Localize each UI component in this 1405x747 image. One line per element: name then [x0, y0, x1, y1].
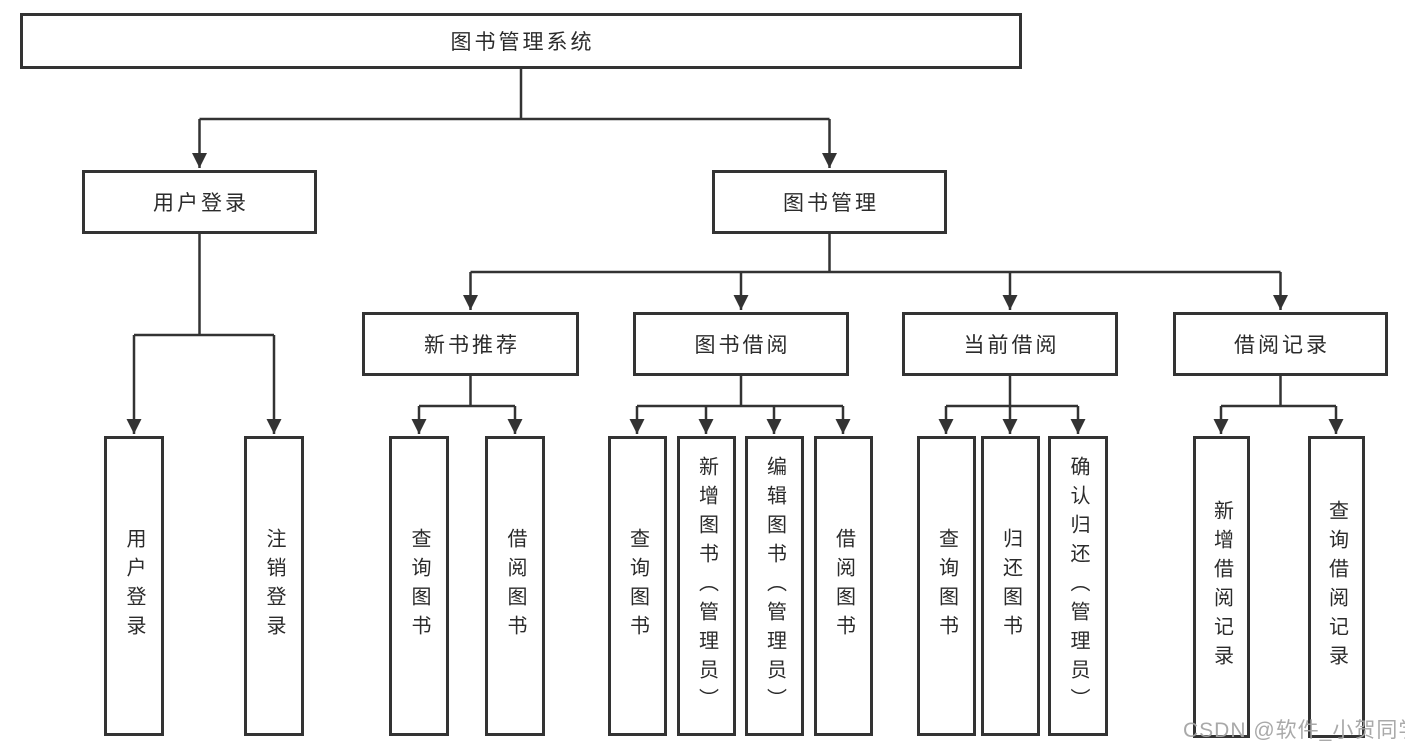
- connector-book-borrow-trunk: [637, 376, 843, 408]
- node-label: 借阅图书: [832, 528, 855, 644]
- leaf-bb-query-books: 查询图书: [608, 436, 667, 736]
- node-label: 查询图书: [626, 528, 649, 644]
- leaf-nb-borrow-books: 借阅图书: [485, 436, 545, 736]
- leaf-bb-edit-books-admin: 编辑图书（管理员）: [745, 436, 804, 736]
- node-book-borrow: 图书借阅: [633, 312, 849, 376]
- node-label: 用户登录: [153, 192, 249, 215]
- node-label: 图书借阅: [694, 334, 791, 357]
- node-label: 编辑图书（管理员）: [763, 455, 786, 717]
- node-label: 新增借阅记录: [1210, 500, 1233, 674]
- node-user-login: 用户登录: [82, 170, 317, 234]
- leaf-bb-borrow-books: 借阅图书: [814, 436, 873, 736]
- node-new-book-recommend: 新书推荐: [362, 312, 579, 376]
- leaf-br-add-record: 新增借阅记录: [1193, 436, 1250, 738]
- node-label: 用户登录: [123, 528, 145, 644]
- node-label: 查询图书: [935, 528, 958, 644]
- node-label: 查询图书: [408, 528, 430, 644]
- node-label: 新书推荐: [424, 334, 520, 357]
- node-label: 注销登录: [263, 528, 285, 644]
- connector-user-login-trunk: [134, 233, 274, 337]
- connector-new-book-trunk: [419, 376, 515, 408]
- node-library-system: 图书管理系统: [20, 13, 1022, 69]
- leaf-br-query-record: 查询借阅记录: [1308, 436, 1365, 738]
- leaf-logout: 注销登录: [244, 436, 304, 736]
- leaf-bb-add-books-admin: 新增图书（管理员）: [677, 436, 736, 736]
- node-label: 图书管理系统: [450, 31, 595, 54]
- node-label: 当前借阅: [963, 334, 1060, 357]
- leaf-nb-query-books: 查询图书: [389, 436, 449, 736]
- connector-book-mgmt-trunk: [470, 233, 1281, 274]
- leaf-cb-return-books: 归还图书: [981, 436, 1040, 736]
- node-label: 新增图书（管理员）: [695, 455, 718, 717]
- leaf-cb-query-books: 查询图书: [917, 436, 976, 736]
- connector-borrow-records-trunk: [1221, 376, 1336, 408]
- node-label: 查询借阅记录: [1325, 500, 1348, 674]
- node-label: 图书管理: [783, 192, 879, 215]
- leaf-user-login: 用户登录: [104, 436, 164, 736]
- node-borrow-records: 借阅记录: [1173, 312, 1388, 376]
- csdn-watermark: CSDN @软件_小贺同学: [1183, 719, 1405, 742]
- leaf-cb-confirm-return-admin: 确认归还（管理员）: [1048, 436, 1108, 736]
- node-label: 借阅记录: [1234, 334, 1330, 357]
- node-label: 归还图书: [999, 528, 1022, 644]
- node-label: 确认归还（管理员）: [1067, 455, 1089, 717]
- connector-root-trunk: [199, 68, 830, 121]
- node-book-management: 图书管理: [712, 170, 947, 234]
- node-label: 借阅图书: [504, 528, 526, 644]
- connector-current-borrow-trunk: [946, 376, 1078, 408]
- node-current-borrow: 当前借阅: [902, 312, 1118, 376]
